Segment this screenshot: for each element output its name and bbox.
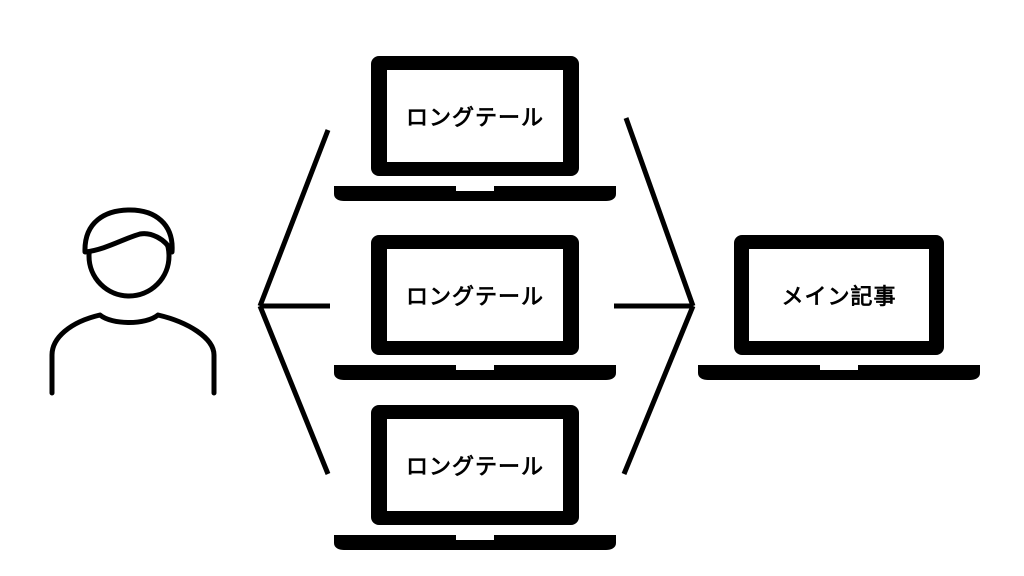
laptop-icon bbox=[334, 405, 616, 550]
person-icon bbox=[49, 207, 217, 396]
left-connector bbox=[257, 129, 331, 475]
long-tail-label: ロングテール bbox=[405, 285, 544, 310]
laptop-icon bbox=[334, 235, 616, 380]
long-tail-label: ロングテール bbox=[405, 455, 544, 480]
long-tail-label: ロングテール bbox=[405, 106, 544, 131]
laptop-icon bbox=[698, 235, 980, 380]
main-article-label: メイン記事 bbox=[781, 285, 897, 310]
right-connector bbox=[614, 117, 696, 475]
laptop-icon bbox=[334, 56, 616, 201]
